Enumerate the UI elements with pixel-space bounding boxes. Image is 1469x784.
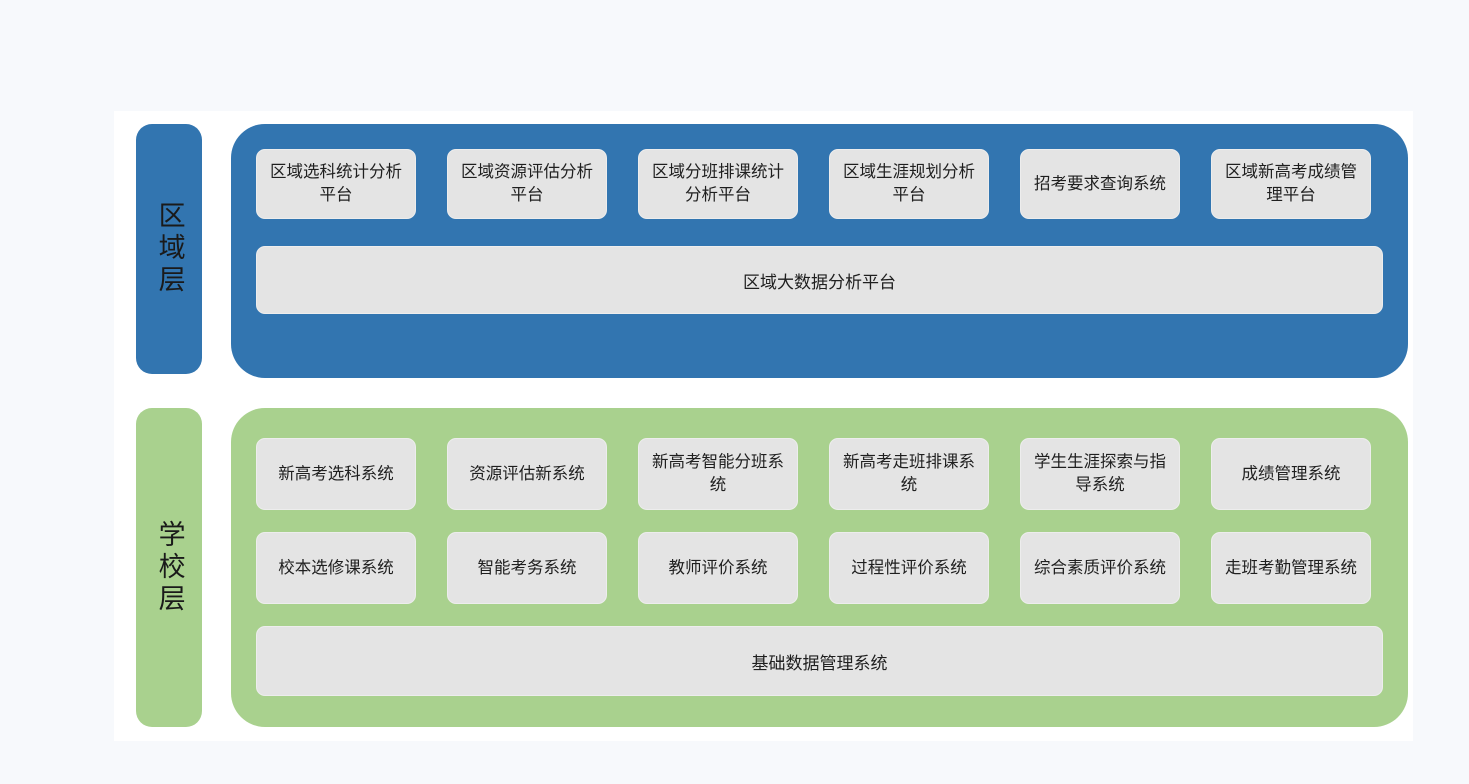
card-school-smart-class-division[interactable]: 新高考智能分班系统 — [638, 438, 798, 510]
card-row-school-1: 新高考选科系统 资源评估新系统 新高考智能分班系统 新高考走班排课系统 学生生涯… — [256, 438, 1383, 510]
layer-label-region: 区域层 — [136, 124, 202, 374]
card-school-career-exploration[interactable]: 学生生涯探索与指导系统 — [1020, 438, 1180, 510]
card-school-score-management[interactable]: 成绩管理系统 — [1211, 438, 1371, 510]
card-region-gaokao-score-management[interactable]: 区域新高考成绩管理平台 — [1211, 149, 1371, 219]
card-school-smart-exam-affairs[interactable]: 智能考务系统 — [447, 532, 607, 604]
card-row-school-2: 校本选修课系统 智能考务系统 教师评价系统 过程性评价系统 综合素质评价系统 走… — [256, 532, 1383, 604]
layer-label-region-text: 区域层 — [154, 201, 185, 297]
wide-bar-school-basic-data[interactable]: 基础数据管理系统 — [256, 626, 1383, 696]
card-school-attendance-management[interactable]: 走班考勤管理系统 — [1211, 532, 1371, 604]
card-school-elective-courses[interactable]: 校本选修课系统 — [256, 532, 416, 604]
card-region-resource-evaluation[interactable]: 区域资源评估分析平台 — [447, 149, 607, 219]
layer-panel-region: 区域选科统计分析平台 区域资源评估分析平台 区域分班排课统计分析平台 区域生涯规… — [231, 124, 1408, 378]
card-region-admission-requirements[interactable]: 招考要求查询系统 — [1020, 149, 1180, 219]
card-school-mobile-class-scheduling[interactable]: 新高考走班排课系统 — [829, 438, 989, 510]
layer-label-school: 学校层 — [136, 408, 202, 727]
layer-school: 学校层 新高考选科系统 资源评估新系统 新高考智能分班系统 新高考走班排课系统 … — [136, 408, 1408, 727]
card-school-comprehensive-quality-evaluation[interactable]: 综合素质评价系统 — [1020, 532, 1180, 604]
layer-panel-school: 新高考选科系统 资源评估新系统 新高考智能分班系统 新高考走班排课系统 学生生涯… — [231, 408, 1408, 727]
card-school-process-evaluation[interactable]: 过程性评价系统 — [829, 532, 989, 604]
card-school-teacher-evaluation[interactable]: 教师评价系统 — [638, 532, 798, 604]
card-region-career-planning[interactable]: 区域生涯规划分析平台 — [829, 149, 989, 219]
layer-label-school-text: 学校层 — [154, 519, 185, 616]
card-school-subject-selection[interactable]: 新高考选科系统 — [256, 438, 416, 510]
card-row-region-1: 区域选科统计分析平台 区域资源评估分析平台 区域分班排课统计分析平台 区域生涯规… — [256, 149, 1383, 219]
card-region-class-scheduling[interactable]: 区域分班排课统计分析平台 — [638, 149, 798, 219]
wide-bar-region-bigdata[interactable]: 区域大数据分析平台 — [256, 246, 1383, 314]
layer-region: 区域层 区域选科统计分析平台 区域资源评估分析平台 区域分班排课统计分析平台 区… — [136, 124, 1408, 378]
card-school-resource-evaluation[interactable]: 资源评估新系统 — [447, 438, 607, 510]
card-region-selection-analysis[interactable]: 区域选科统计分析平台 — [256, 149, 416, 219]
